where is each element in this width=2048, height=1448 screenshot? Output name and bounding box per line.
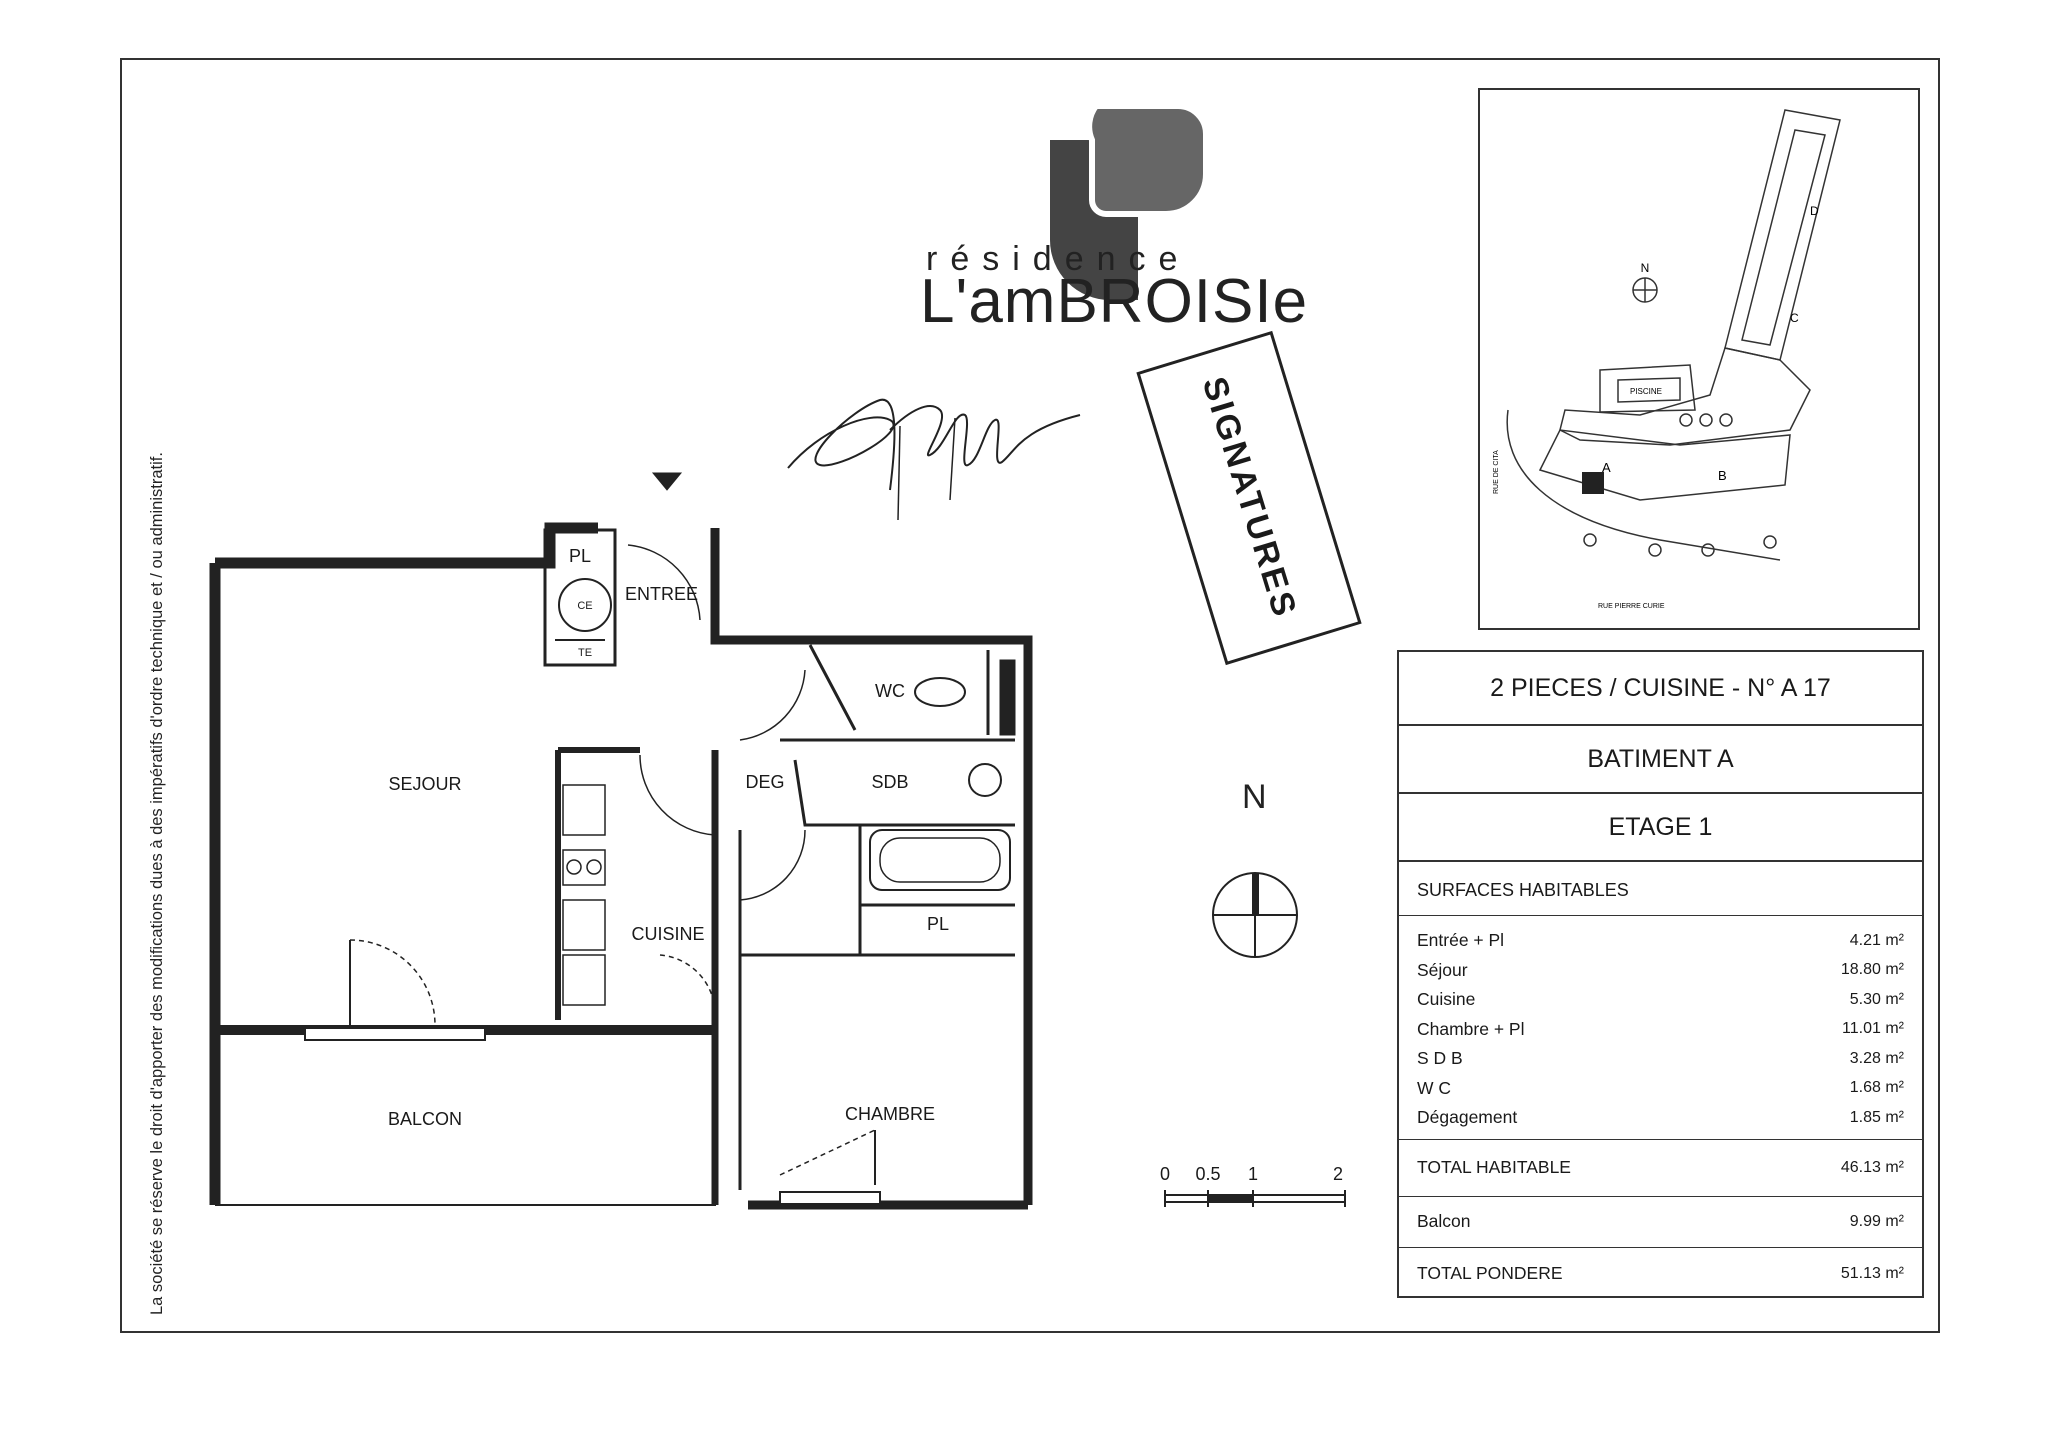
label-wc: WC — [875, 681, 905, 701]
scale-bar — [1164, 1190, 1346, 1207]
table-row: Chambre + Pl 11.01 m² — [1417, 1015, 1904, 1045]
table-batiment: BATIMENT A — [1399, 726, 1922, 794]
table-title: 2 PIECES / CUISINE - N° A 17 — [1399, 652, 1922, 726]
total-habitable-value: 46.13 m² — [1840, 1158, 1904, 1176]
scale-label-2: 2 — [1333, 1164, 1343, 1184]
row-label: Séjour — [1417, 959, 1468, 980]
label-deg: DEG — [745, 772, 784, 792]
logo-residence-text: résidence — [926, 240, 1191, 278]
table-etage: ETAGE 1 — [1399, 794, 1922, 862]
label-sejour: SEJOUR — [388, 774, 461, 794]
row-value: 5.30 m² — [1849, 990, 1904, 1008]
site-street-left: RUE DE CITA — [1493, 450, 1500, 494]
total-pondere-value: 51.13 m² — [1840, 1264, 1904, 1282]
label-balcon: BALCON — [388, 1109, 462, 1129]
total-pondere-label: TOTAL PONDERE — [1417, 1263, 1563, 1283]
row-value: 1.68 m² — [1849, 1079, 1904, 1097]
surfaces-title: SURFACES HABITABLES — [1399, 862, 1922, 916]
balcon-value: 9.99 m² — [1849, 1212, 1904, 1230]
site-building-b: B — [1718, 468, 1727, 483]
table-row: S D B 3.28 m² — [1417, 1044, 1904, 1074]
site-north-label: N — [1641, 261, 1650, 275]
row-label: Chambre + Pl — [1417, 1018, 1525, 1039]
logo-mark-icon — [1050, 103, 1209, 300]
surface-rows: Entrée + Pl 4.21 m² Séjour 18.80 m² Cuisin… — [1399, 916, 1922, 1140]
label-sdb: SDB — [871, 772, 908, 792]
site-piscine-label: PISCINE — [1630, 387, 1662, 396]
balcon-row: Balcon 9.99 m² — [1399, 1197, 1922, 1248]
table-row: Séjour 18.80 m² — [1417, 956, 1904, 986]
logo-brand-text: L'amBROISIe — [920, 267, 1309, 336]
entrance-arrow-icon — [651, 472, 683, 491]
site-building-c: C — [1790, 311, 1799, 325]
row-label: Entrée + Pl — [1417, 930, 1505, 951]
row-value: 1.85 m² — [1849, 1108, 1904, 1126]
table-row: Dégagement 1.85 m² — [1417, 1103, 1904, 1133]
handwritten-signature — [787, 398, 1081, 521]
label-pl-entry: PL — [569, 546, 591, 566]
total-pondere-row: TOTAL PONDERE 51.13 m² — [1399, 1248, 1922, 1300]
label-chambre: CHAMBRE — [845, 1104, 935, 1124]
drawing-frame — [120, 58, 1940, 1333]
row-label: W C — [1417, 1077, 1452, 1098]
table-row: W C 1.68 m² — [1417, 1074, 1904, 1104]
label-entree: ENTREE — [625, 584, 698, 604]
compass-north-label: N — [1242, 778, 1267, 816]
scale-label-0-5: 0.5 — [1195, 1164, 1220, 1184]
row-value: 4.21 m² — [1849, 931, 1904, 949]
scale-label-1: 1 — [1248, 1164, 1258, 1184]
row-value: 3.28 m² — [1849, 1049, 1904, 1067]
row-label: Dégagement — [1417, 1107, 1518, 1128]
label-pl-chambre: PL — [927, 914, 949, 934]
row-value: 18.80 m² — [1840, 961, 1904, 979]
residence-logo: résidence L'amBROISIe — [920, 100, 1400, 340]
site-street-bottom: RUE PIERRE CURIE — [1598, 603, 1665, 610]
label-te: TE — [578, 647, 592, 659]
row-label: S D B — [1417, 1048, 1463, 1069]
table-row: Cuisine 5.30 m² — [1417, 985, 1904, 1015]
balcon-label: Balcon — [1417, 1211, 1471, 1231]
row-label: Cuisine — [1417, 989, 1476, 1010]
row-value: 11.01 m² — [1842, 1020, 1904, 1038]
site-building-a: A — [1602, 460, 1611, 475]
total-habitable-label: TOTAL HABITABLE — [1417, 1157, 1571, 1177]
surface-table: 2 PIECES / CUISINE - N° A 17 BATIMENT A … — [1397, 650, 1924, 1298]
total-habitable-row: TOTAL HABITABLE 46.13 m² — [1399, 1140, 1922, 1197]
compass-icon — [1212, 872, 1298, 958]
site-plan-drawing: N A B C D PISCINE RUE PIERRE CURIE RUE D… — [1493, 109, 1841, 610]
label-cuisine: CUISINE — [631, 924, 704, 944]
site-plan: N A B C D PISCINE RUE PIERRE CURIE RUE D… — [1478, 88, 1920, 630]
scale-label-0: 0 — [1160, 1164, 1170, 1184]
site-building-d: D — [1810, 204, 1819, 218]
label-ce: CE — [577, 600, 592, 612]
table-row: Entrée + Pl 4.21 m² — [1417, 926, 1904, 956]
